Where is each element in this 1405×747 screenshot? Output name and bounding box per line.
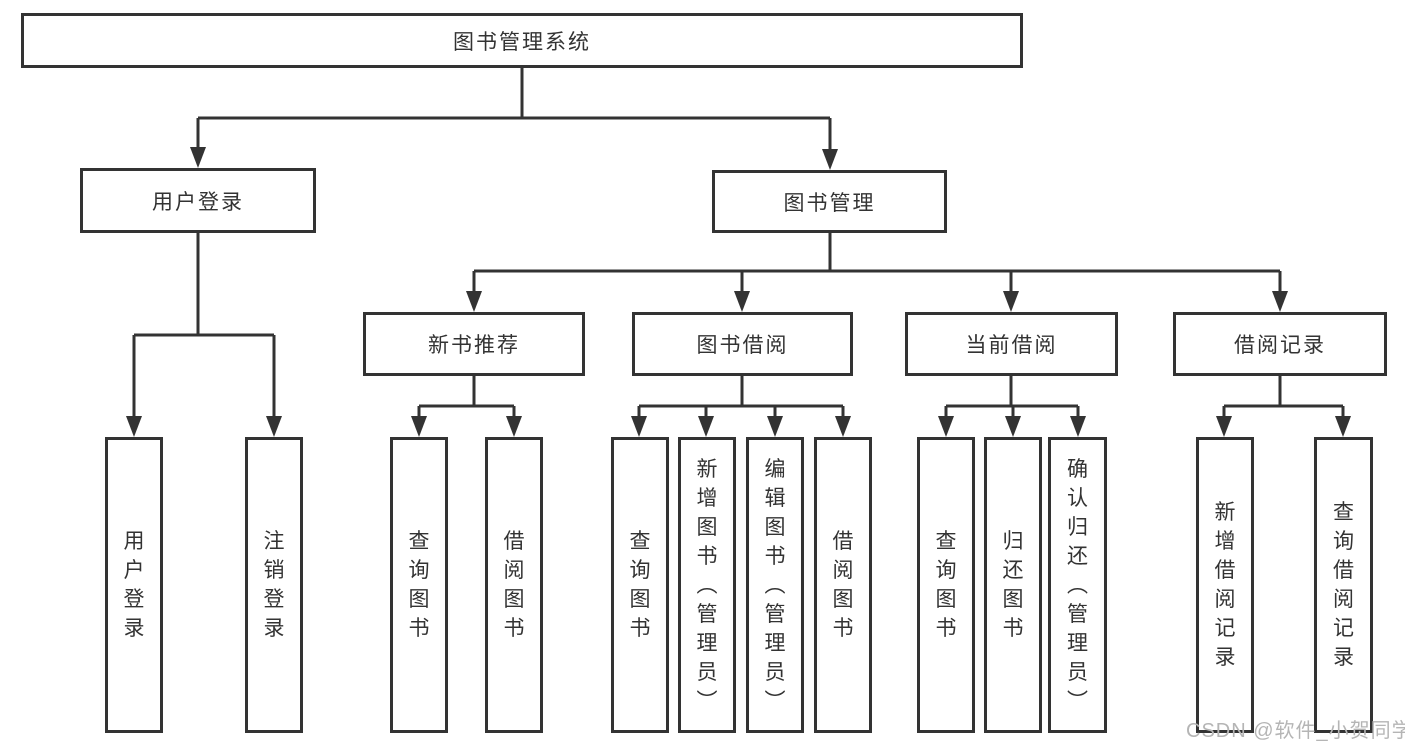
leaf-query-books-current: 查询图书 [917,437,975,733]
leaf-borrow-books-recommend: 借阅图书 [485,437,543,733]
leaf-add-borrow-record: 新增借阅记录 [1196,437,1254,733]
leaf-query-borrow-record: 查询借阅记录 [1314,437,1373,733]
node-label: 编辑图书︵管理员︶ [764,457,786,713]
node-label: 归还图书 [1002,530,1024,640]
leaf-user-login: 用户登录 [105,437,163,733]
node-label: 图书管理系统 [453,30,591,54]
leaf-logout: 注销登录 [245,437,303,733]
node-label: 用户登录 [123,530,145,640]
node-label: 新书推荐 [428,334,520,357]
node-new-book-recommend: 新书推荐 [363,312,585,376]
node-label: 确认归还︵管理员︶ [1067,457,1088,713]
leaf-add-books-admin: 新增图书︵管理员︶ [678,437,736,733]
node-label: 新增借阅记录 [1214,501,1236,669]
node-label: 借阅图书 [503,530,525,640]
node-user-login: 用户登录 [80,168,316,233]
node-label: 新增图书︵管理员︶ [696,457,718,713]
node-book-borrowing: 图书借阅 [632,312,853,376]
node-label: 查询图书 [408,530,430,640]
leaf-borrow-books: 借阅图书 [814,437,872,733]
leaf-confirm-return-admin: 确认归还︵管理员︶ [1048,437,1107,733]
node-label: 借阅图书 [832,530,854,640]
node-label: 图书管理 [783,191,876,215]
node-borrowing-records: 借阅记录 [1173,312,1387,376]
leaf-edit-books-admin: 编辑图书︵管理员︶ [746,437,804,733]
node-label: 查询图书 [935,530,957,640]
node-label: 用户登录 [152,190,244,214]
node-book-management: 图书管理 [712,170,947,233]
node-label: 注销登录 [263,530,285,640]
node-label: 借阅记录 [1234,334,1326,357]
csdn-watermark: CSDN @软件_小贺同学 [1186,720,1405,742]
node-label: 查询图书 [629,530,651,640]
node-label: 当前借阅 [965,334,1058,357]
leaf-query-books-borrowing: 查询图书 [611,437,669,733]
node-library-system: 图书管理系统 [21,13,1023,68]
leaf-query-books-recommend: 查询图书 [390,437,448,733]
node-label: 查询借阅记录 [1333,501,1354,669]
node-label: 图书借阅 [696,334,789,357]
arrowheads [126,147,1351,437]
node-current-borrowing: 当前借阅 [905,312,1118,376]
leaf-return-books: 归还图书 [984,437,1042,733]
